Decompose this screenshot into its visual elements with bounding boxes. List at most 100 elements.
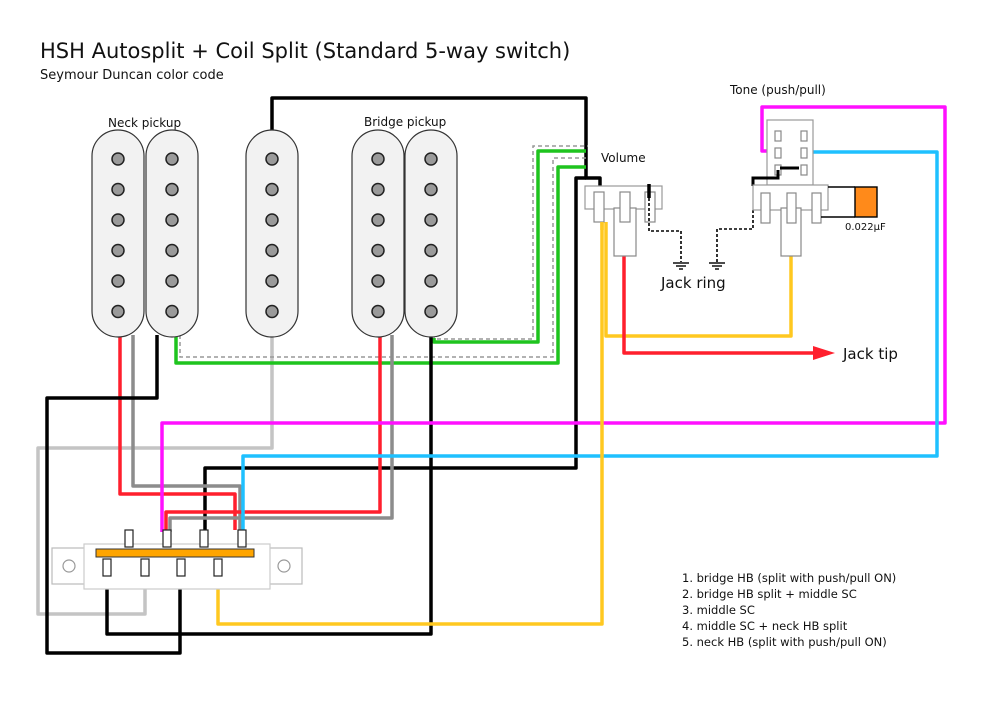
pole-piece-icon (111, 213, 125, 227)
push-pull-lug (800, 164, 808, 176)
wire-middle-white (36, 335, 274, 616)
pole-piece-icon (111, 274, 125, 288)
pole-piece-icon (265, 274, 279, 288)
wires (36, 96, 947, 655)
pole-piece-icon (111, 182, 125, 197)
pickup-coil (404, 129, 458, 338)
jack-tip-label: Jack tip (842, 345, 898, 363)
pole-piece-icon (111, 304, 125, 319)
pole-piece-icon (371, 304, 385, 319)
wire-magenta (160, 105, 947, 532)
pole-piece-icon (371, 152, 385, 166)
volume-lug-2 (619, 191, 631, 223)
wire-yellow-tone (604, 220, 793, 338)
pole-piece-icon (165, 182, 179, 197)
volume-label: Volume (601, 151, 646, 165)
wire-neck-black (45, 335, 182, 655)
pole-piece-icon (424, 243, 438, 258)
pole-piece-icon (371, 243, 385, 258)
pole-piece-icon (424, 304, 438, 319)
switch-top-lug (124, 529, 134, 548)
bridge-pickup (351, 129, 458, 338)
wire-jack-tip (622, 222, 815, 355)
wire-middle-black (270, 96, 602, 192)
ground-icon (709, 262, 725, 270)
five-way-switch[interactable] (51, 529, 303, 590)
wire-neck-green (174, 165, 586, 365)
wire-bridge-white (168, 335, 394, 532)
wire-bridge-green (432, 149, 586, 344)
pole-piece-icon (265, 304, 279, 319)
legend-item: 2. bridge HB split + middle SC (682, 587, 857, 601)
push-pull-lug (800, 130, 808, 142)
legend-item: 1. bridge HB (split with push/pull ON) (682, 571, 896, 585)
wire-neck-white (131, 335, 242, 532)
pickup-coil (145, 129, 199, 338)
pickup-coil (351, 129, 405, 338)
pickup-coil (245, 129, 299, 338)
wire-neck-bare (179, 157, 588, 358)
pole-piece-icon (111, 243, 125, 258)
pole-piece-icon (165, 243, 179, 258)
pole-piece-icon (424, 182, 438, 197)
diagram-title: HSH Autosplit + Coil Split (Standard 5-w… (40, 39, 570, 63)
jack-ring-label: Jack ring (660, 274, 726, 292)
pole-piece-icon (371, 274, 385, 288)
pole-piece-icon (265, 182, 279, 197)
switch-top-lug (199, 529, 209, 548)
legend-item: 4. middle SC + neck HB split (682, 619, 848, 633)
switch-bar (95, 548, 255, 558)
capacitor-leads (821, 186, 855, 218)
neck-pickup (91, 129, 199, 338)
pickups (91, 129, 458, 338)
switch-bottom-lug (140, 558, 150, 577)
push-pull-lug (800, 147, 808, 159)
switch-top-lug (162, 529, 172, 548)
capacitor-icon (854, 186, 878, 218)
middle-pickup (245, 129, 299, 338)
switch-bottom-lug (102, 558, 112, 577)
push-pull-to-pot (751, 170, 780, 186)
mount-hole-icon (277, 559, 291, 573)
wire-cyan (241, 150, 939, 532)
tone-lug-2 (786, 192, 797, 224)
tone-pot[interactable] (709, 119, 878, 270)
tone-lug-3 (811, 192, 822, 224)
switch-bottom-lug (213, 558, 223, 577)
tone-label: Tone (push/pull) (729, 83, 826, 97)
volume-lug-1 (593, 191, 605, 223)
tone-ground-dashed (716, 210, 754, 262)
pole-piece-icon (265, 243, 279, 258)
jack-tip-arrow-icon (813, 346, 835, 360)
pole-piece-icon (424, 274, 438, 288)
push-pull-lug (774, 147, 782, 159)
pole-piece-icon (265, 213, 279, 227)
pole-piece-icon (165, 274, 179, 288)
mount-hole-icon (62, 559, 76, 573)
switch-top-lug (237, 529, 247, 548)
legend-item: 3. middle SC (682, 603, 755, 617)
push-pull-lug (774, 130, 782, 142)
volume-pot[interactable] (584, 184, 689, 270)
pole-piece-icon (424, 152, 438, 166)
ground-icon (673, 262, 689, 270)
pickup-coil (91, 129, 145, 338)
pole-piece-icon (371, 182, 385, 197)
pole-piece-icon (371, 213, 385, 227)
legend-item: 5. neck HB (split with push/pull ON) (682, 635, 887, 649)
tone-lug-1 (760, 192, 771, 224)
capacitor-label: 0.022µF (845, 222, 886, 233)
bridge-pickup-label: Bridge pickup (364, 115, 446, 129)
switch-bottom-lug (176, 558, 186, 577)
wire-bridge-black (105, 335, 433, 636)
volume-ground-dashed (648, 198, 682, 262)
pole-piece-icon (424, 213, 438, 227)
wire-bridge-bare (433, 145, 588, 340)
pole-piece-icon (165, 304, 179, 319)
pole-piece-icon (165, 213, 179, 227)
pole-piece-icon (165, 152, 179, 166)
wire-volume-black (203, 176, 586, 534)
pole-piece-icon (111, 152, 125, 166)
diagram-subtitle: Seymour Duncan color code (40, 68, 224, 83)
